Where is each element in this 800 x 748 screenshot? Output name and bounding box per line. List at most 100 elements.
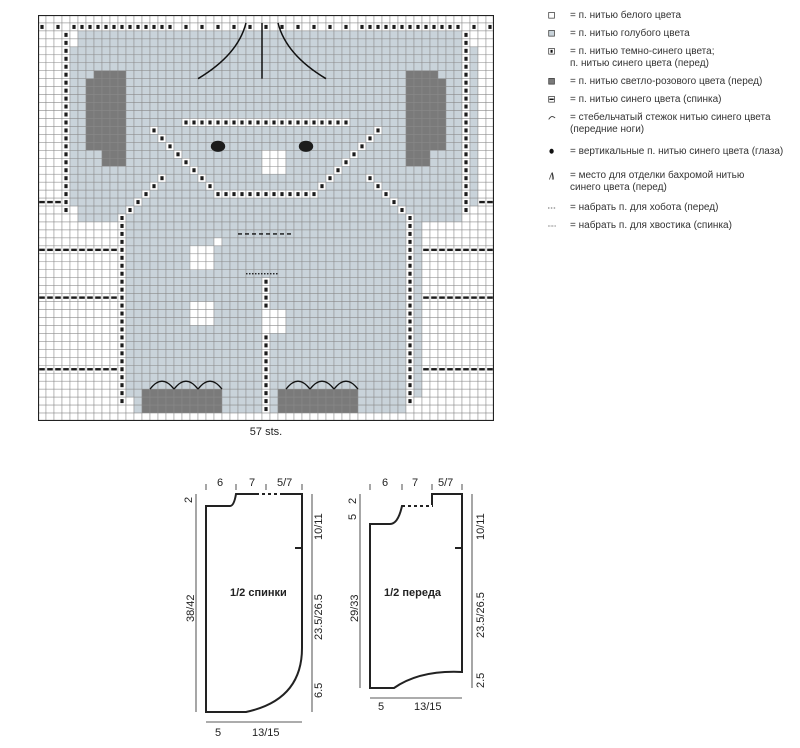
chart-cell: [133, 38, 143, 48]
navy-bar-mark: [487, 248, 493, 252]
chart-cell: [237, 380, 247, 390]
chart-cell: [261, 70, 271, 79]
navy-stitch-mark: [408, 271, 412, 276]
chart-cell: [117, 86, 127, 95]
chart-cell: [245, 126, 255, 135]
chart-cell: [429, 213, 439, 223]
front-title: 1/2 переда: [384, 587, 442, 599]
chart-cell: [93, 357, 103, 366]
chart-cell: [69, 70, 79, 79]
chart-cell: [341, 349, 351, 358]
chart-cell: [421, 70, 431, 79]
chart-cell: [453, 372, 463, 382]
chart-cell: [69, 197, 79, 207]
chart-cell: [477, 333, 487, 342]
chart-cell: [437, 380, 447, 390]
chart-cell: [181, 189, 191, 199]
chart-cell: [69, 78, 79, 87]
chart-cell: [38, 396, 47, 406]
chart-cell: [53, 173, 63, 183]
chart-cell: [437, 134, 447, 143]
chart-cell: [429, 62, 439, 71]
navy-stitch-mark: [408, 351, 412, 356]
navy-stitch-mark: [272, 192, 276, 197]
chart-cell: [213, 309, 223, 318]
chart-cell: [221, 70, 231, 79]
chart-cell: [309, 245, 319, 255]
chart-cell: [205, 277, 215, 286]
chart-cell: [469, 372, 479, 382]
chart-cell: [421, 158, 431, 167]
chart-cell: [269, 102, 279, 111]
chart-cell: [237, 388, 247, 398]
chart-cell: [381, 102, 391, 111]
chart-cell: [429, 78, 439, 87]
navy-bar-mark: [71, 296, 77, 299]
chart-cell: [301, 269, 311, 278]
chart-cell: [165, 372, 175, 382]
chart-cell: [77, 404, 87, 414]
chart-cell: [453, 158, 463, 167]
chart-cell: [125, 30, 135, 40]
chart-cell: [253, 341, 263, 350]
chart-cell: [325, 229, 335, 239]
chart-cell: [38, 237, 47, 247]
chart-cell: [261, 197, 271, 207]
chart-cell: [165, 285, 175, 294]
chart-cell: [45, 261, 55, 270]
chart-cell: [221, 213, 231, 223]
chart-cell: [341, 388, 351, 398]
chart-cell: [461, 277, 471, 286]
chart-cell: [253, 372, 263, 382]
chart-cell: [165, 269, 175, 278]
chart-cell: [397, 110, 407, 119]
chart-cell: [469, 173, 479, 183]
chart-cell: [45, 325, 55, 334]
chart-cell: [141, 380, 151, 390]
chart-cell: [309, 181, 319, 191]
chart-cell: [341, 197, 351, 207]
chart-cell: [293, 309, 303, 318]
chart-cell: [45, 158, 55, 167]
chart-cell: [93, 102, 103, 111]
chart-cell: [189, 372, 199, 382]
chart-cell: [109, 357, 119, 366]
chart-cell: [421, 110, 431, 119]
chart-cell: [181, 15, 191, 24]
chart-cell: [485, 142, 494, 151]
chart-cell: [197, 30, 207, 40]
chart-cell: [53, 349, 63, 358]
chart-cell: [413, 102, 423, 111]
chart-cell: [141, 126, 151, 135]
chart-cell: [253, 301, 263, 310]
chart-cell: [437, 173, 447, 183]
chart-cell: [461, 325, 471, 334]
chart-cell: [189, 404, 199, 414]
chart-cell: [373, 412, 383, 421]
chart-cell: [149, 197, 159, 207]
chart-cell: [357, 213, 367, 223]
chart-cell: [101, 142, 111, 151]
chart-cell: [38, 277, 47, 286]
chart-cell: [77, 150, 87, 159]
chart-cell: [69, 301, 79, 310]
chart-cell: [293, 110, 303, 119]
chart-cell: [373, 333, 383, 342]
chart-cell: [445, 325, 455, 334]
chart-cell: [133, 269, 143, 278]
chart-cell: [189, 412, 199, 421]
chart-cell: [189, 38, 199, 48]
chart-cell: [125, 173, 135, 183]
navy-stitch-mark: [408, 279, 412, 284]
chart-cell: [429, 325, 439, 334]
chart-cell: [109, 285, 119, 294]
chart-cell: [38, 110, 47, 119]
chart-cell: [357, 317, 367, 326]
navy-stitch-mark: [264, 407, 268, 412]
chart-cell: [277, 221, 287, 231]
chart-cell: [485, 372, 494, 382]
chart-cell: [469, 357, 479, 366]
chart-cell: [101, 213, 111, 223]
chart-cell: [109, 110, 119, 119]
chart-cell: [69, 166, 79, 175]
